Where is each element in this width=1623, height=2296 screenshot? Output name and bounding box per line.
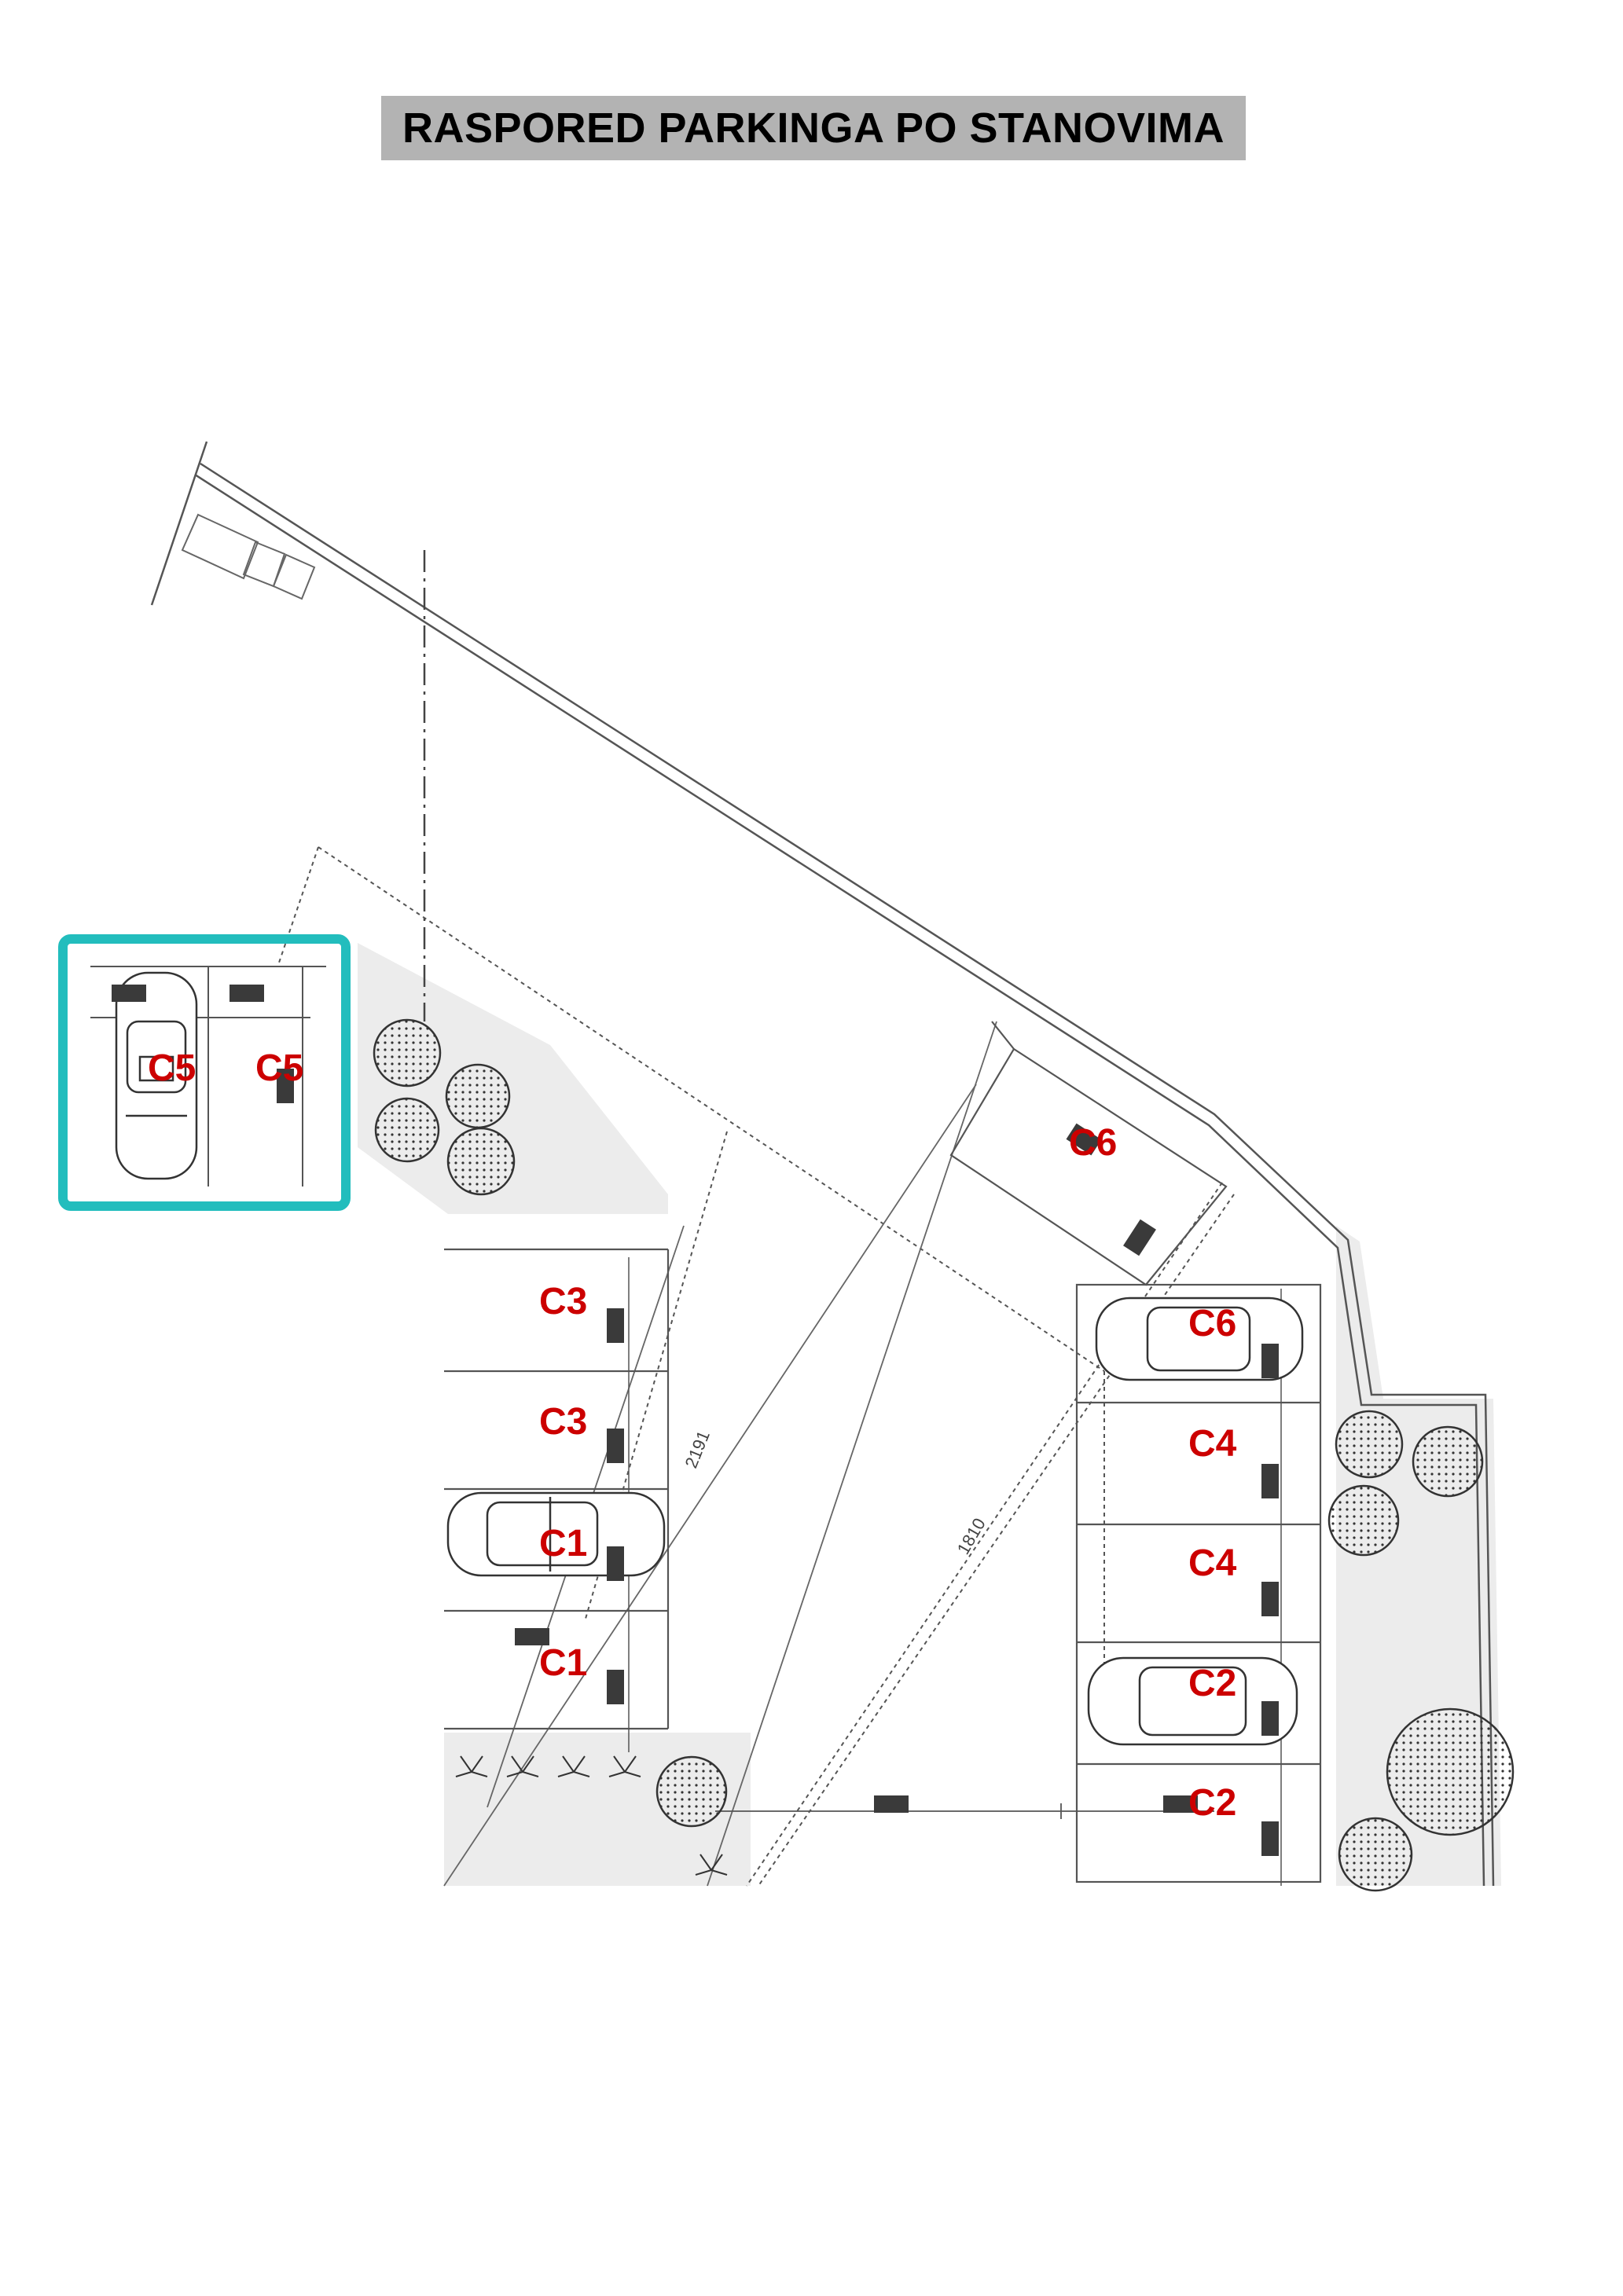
shed-3 bbox=[272, 553, 316, 600]
marker bbox=[1261, 1582, 1279, 1616]
spot-label-c3-a: C3 bbox=[539, 1281, 587, 1322]
marker bbox=[1163, 1795, 1198, 1813]
spot-label-c1-car: C1 bbox=[539, 1523, 587, 1564]
marker bbox=[1066, 1123, 1102, 1156]
dimension-2191: 2191 bbox=[681, 1428, 714, 1471]
spot-label-c1-free: C1 bbox=[539, 1642, 587, 1684]
shed-1 bbox=[181, 513, 259, 580]
boundary-north-inner bbox=[194, 473, 1485, 1887]
palm-shrubs bbox=[455, 1755, 728, 1876]
marker bbox=[1261, 1821, 1279, 1856]
green-area-west bbox=[358, 943, 668, 1214]
spot-label-c2-car: C2 bbox=[1188, 1663, 1236, 1704]
c5-highlight-frame bbox=[58, 934, 351, 1211]
spot-label-c3-b: C3 bbox=[539, 1401, 587, 1443]
car-c2 bbox=[1087, 1656, 1298, 1746]
site-boundary bbox=[150, 441, 1495, 1887]
tree bbox=[1335, 1410, 1404, 1479]
marker bbox=[112, 985, 146, 1002]
west-parking-row bbox=[444, 1248, 670, 1752]
tree bbox=[1412, 1425, 1484, 1498]
spot-label-c6-car: C6 bbox=[1188, 1303, 1236, 1344]
spot-label-c2-free: C2 bbox=[1188, 1782, 1236, 1824]
dimension-line-bottom bbox=[715, 1803, 1214, 1819]
marker bbox=[1261, 1344, 1279, 1378]
spot-label-c5-car: C5 bbox=[148, 1047, 196, 1089]
marker bbox=[874, 1795, 909, 1813]
marker bbox=[229, 985, 264, 1002]
marker bbox=[1123, 1219, 1156, 1256]
marker bbox=[1261, 1701, 1279, 1736]
spot-label-c4-b: C4 bbox=[1188, 1542, 1237, 1584]
tree bbox=[373, 1018, 442, 1087]
small-structures bbox=[181, 513, 316, 600]
boundary-north-outer bbox=[200, 462, 1495, 1887]
spot-labels: C5 C5 C6 C6 C3 C3 C1 C1 C4 C4 C2 C2 bbox=[148, 1047, 1237, 1824]
marker bbox=[607, 1546, 624, 1581]
page-title: RASPORED PARKINGA PO STANOVIMA bbox=[402, 105, 1225, 152]
car-c5 bbox=[115, 971, 198, 1180]
spot-label-c6-top: C6 bbox=[1069, 1122, 1117, 1164]
trees bbox=[373, 1018, 1515, 1892]
spot-label-c5-free: C5 bbox=[255, 1047, 303, 1089]
marker bbox=[607, 1670, 624, 1704]
tree bbox=[374, 1097, 440, 1163]
tree bbox=[1327, 1484, 1400, 1557]
tree bbox=[1386, 1707, 1515, 1836]
title-box: RASPORED PARKINGA PO STANOVIMA bbox=[381, 96, 1246, 160]
spot-label-c4-a: C4 bbox=[1188, 1423, 1237, 1465]
tree bbox=[445, 1063, 511, 1129]
marker bbox=[607, 1429, 624, 1463]
car-c6 bbox=[1095, 1297, 1304, 1381]
east-parking-row bbox=[1075, 1283, 1322, 1886]
marker bbox=[515, 1628, 549, 1645]
marker bbox=[277, 1069, 294, 1103]
marker bbox=[1261, 1464, 1279, 1498]
c5-block bbox=[58, 934, 351, 1211]
green-areas bbox=[358, 943, 1501, 1886]
tree bbox=[446, 1127, 516, 1196]
boundary-west-stub bbox=[150, 441, 208, 606]
marker bbox=[607, 1308, 624, 1343]
tree bbox=[1338, 1817, 1413, 1892]
spot-markers bbox=[112, 985, 1279, 1856]
tree bbox=[655, 1755, 728, 1828]
